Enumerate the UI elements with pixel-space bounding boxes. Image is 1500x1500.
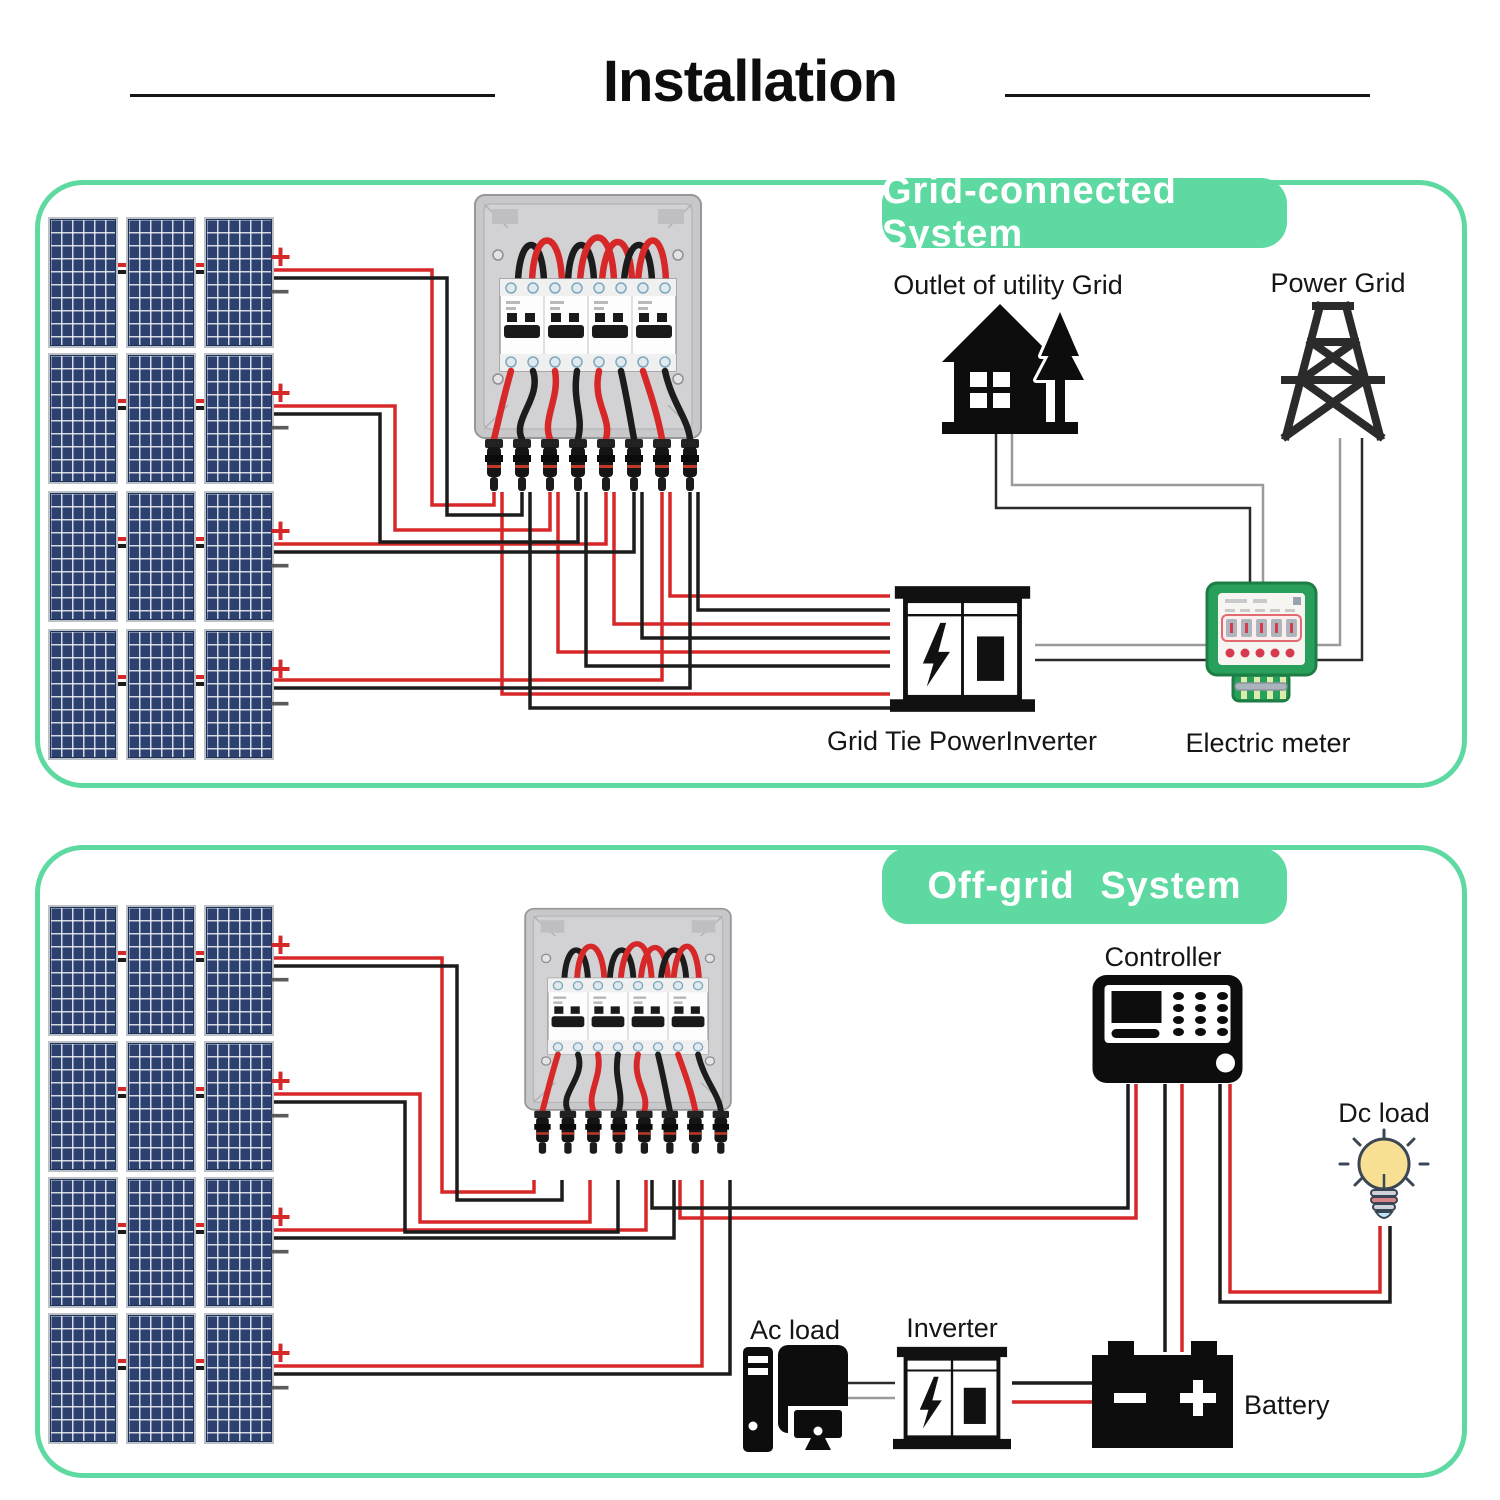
grid-tie-inverter-label: Grid Tie PowerInverter <box>826 726 1098 756</box>
solar-panel <box>204 629 274 760</box>
solar-panel <box>48 353 118 484</box>
off-grid-panel <box>35 845 1467 1478</box>
light-bulb-icon <box>1338 1128 1430 1219</box>
solar-panel <box>48 217 118 348</box>
electric-meter-icon <box>1205 581 1318 703</box>
solar-panel <box>204 1313 274 1444</box>
pv-combiner-box <box>512 907 744 1180</box>
string-positive-terminal: + <box>270 1332 292 1373</box>
page-title: Installation <box>602 49 898 114</box>
controller-label: Controller <box>1104 942 1222 972</box>
string-negative-terminal: − <box>270 1233 290 1271</box>
title-rule-right <box>1005 94 1370 97</box>
dc-load-label: Dc load <box>1338 1098 1430 1128</box>
inverter-icon <box>893 1346 1011 1450</box>
solar-panel <box>204 1041 274 1172</box>
solar-panel <box>204 1177 274 1308</box>
transmission-tower-icon <box>1280 301 1386 442</box>
solar-panel <box>48 1041 118 1172</box>
power-grid-label: Power Grid <box>1270 268 1406 298</box>
string-positive-terminal: + <box>270 510 292 551</box>
solar-panel <box>204 905 274 1036</box>
battery-label: Battery <box>1244 1390 1330 1420</box>
inverter-label: Inverter <box>906 1313 998 1343</box>
solar-panel <box>48 491 118 622</box>
desktop-computer-icon <box>743 1345 850 1452</box>
solar-panel <box>48 1177 118 1308</box>
string-negative-terminal: − <box>270 1097 290 1135</box>
ac-load-label: Ac load <box>749 1315 841 1345</box>
string-negative-terminal: − <box>270 961 290 999</box>
solar-panel <box>48 629 118 760</box>
string-positive-terminal: + <box>270 648 292 689</box>
solar-panel <box>126 1177 196 1308</box>
solar-panel <box>204 353 274 484</box>
solar-panel <box>126 491 196 622</box>
solar-panel <box>126 1313 196 1444</box>
string-negative-terminal: − <box>270 1369 290 1407</box>
string-positive-terminal: + <box>270 1196 292 1237</box>
string-negative-terminal: − <box>270 409 290 447</box>
string-negative-terminal: − <box>270 685 290 723</box>
solar-panel <box>126 629 196 760</box>
solar-panel <box>48 1313 118 1444</box>
string-negative-terminal: − <box>270 547 290 585</box>
solar-panel <box>126 1041 196 1172</box>
house-icon <box>942 304 1084 434</box>
grid-connected-panel <box>35 180 1467 788</box>
solar-panel <box>204 217 274 348</box>
solar-panel <box>126 217 196 348</box>
grid-connected-badge: Grid-connected System <box>882 170 1287 255</box>
pv-combiner-box <box>472 193 704 493</box>
string-positive-terminal: + <box>270 924 292 965</box>
outlet-label: Outlet of utility Grid <box>893 270 1123 300</box>
off-grid-badge: Off-grid System <box>882 848 1287 924</box>
string-positive-terminal: + <box>270 1060 292 1101</box>
title-rule-left <box>130 94 495 97</box>
solar-panel <box>204 491 274 622</box>
electric-meter-label: Electric meter <box>1185 728 1351 758</box>
string-positive-terminal: + <box>270 236 292 277</box>
inverter-icon <box>890 586 1035 712</box>
controller-icon <box>1092 975 1243 1083</box>
string-negative-terminal: − <box>270 273 290 311</box>
string-positive-terminal: + <box>270 372 292 413</box>
battery-icon <box>1092 1341 1233 1448</box>
solar-panel <box>126 353 196 484</box>
solar-panel <box>48 905 118 1036</box>
solar-panel <box>126 905 196 1036</box>
